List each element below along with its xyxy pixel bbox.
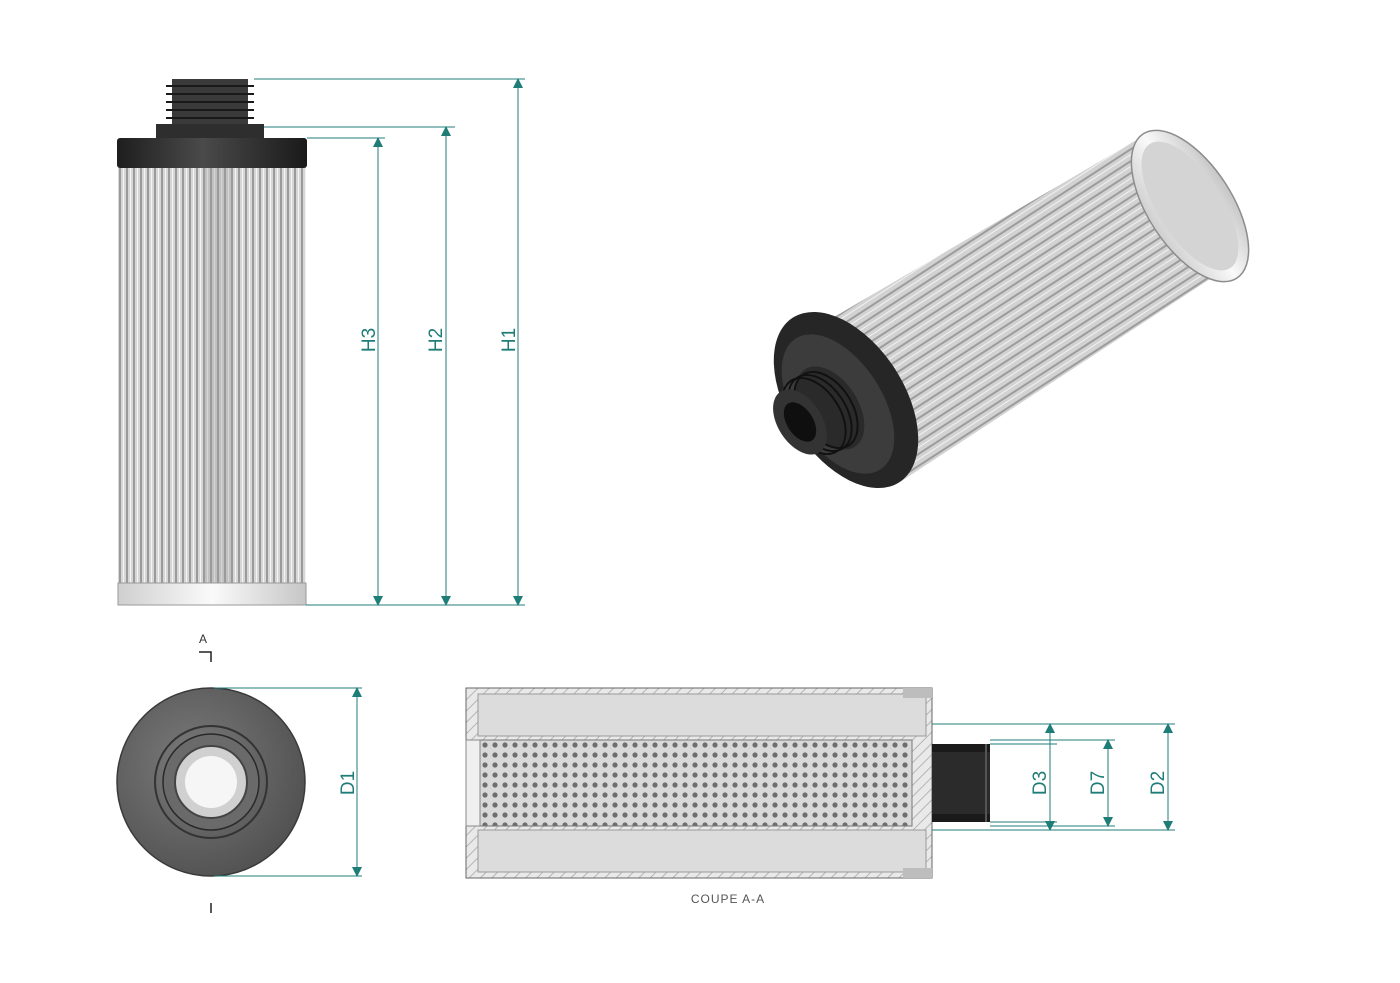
dim-label-h3: H3 — [359, 328, 380, 352]
dim-label-h1: H1 — [499, 328, 520, 352]
dim-label-d1: D1 — [338, 771, 359, 795]
front-view — [117, 79, 307, 606]
section-view — [465, 687, 990, 879]
section-pleat-band-bottom — [477, 829, 927, 873]
iso-thread-nozzle — [773, 366, 865, 455]
height-dimensions — [254, 78, 525, 606]
dim-label-h2: H2 — [426, 328, 447, 352]
rubber-end-cap — [117, 138, 307, 168]
dim-label-d3: D3 — [1030, 771, 1051, 795]
iso-pleated-body — [812, 132, 1236, 482]
outlet-dimensions — [932, 723, 1175, 831]
perforated-core — [477, 739, 913, 827]
isometric-view — [773, 129, 1250, 489]
section-outlet-nozzle — [932, 744, 990, 822]
pleated-media — [118, 168, 306, 583]
section-mark-top: A — [199, 632, 212, 662]
end-view — [116, 687, 306, 877]
d1-dimension — [214, 687, 362, 877]
metal-end-ring — [117, 582, 307, 606]
dim-label-d7: D7 — [1088, 771, 1109, 795]
section-mark-label: A — [199, 632, 207, 646]
dim-label-d2: D2 — [1148, 771, 1169, 795]
thread-nozzle — [156, 79, 264, 140]
section-caption: COUPE A-A — [691, 892, 765, 906]
section-pleat-band-top — [477, 693, 927, 737]
